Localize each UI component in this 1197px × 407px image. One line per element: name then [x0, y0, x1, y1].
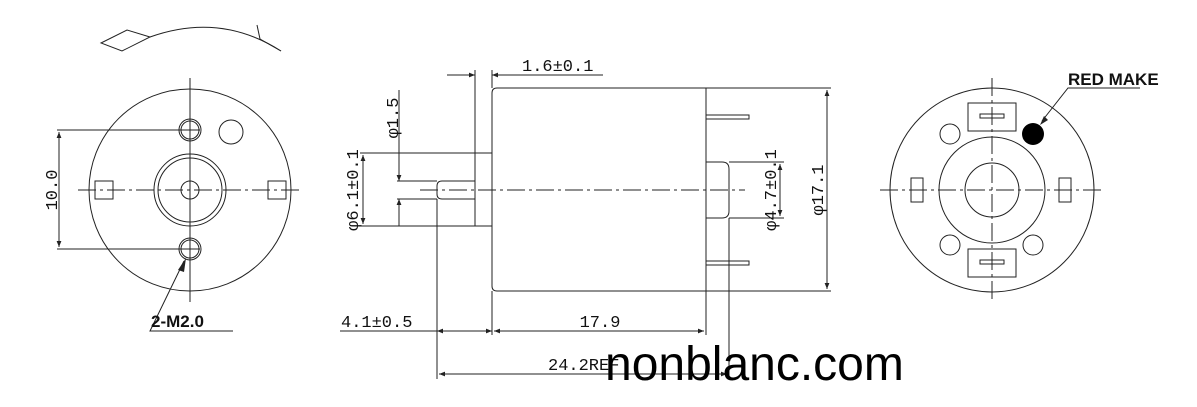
body-length-dimension: 17.9: [580, 314, 621, 333]
terminal-slot-left: [94, 180, 114, 200]
boss-diameter-dimension: φ6.1±0.1: [345, 149, 364, 231]
rotation-arrow-icon: [99, 24, 282, 52]
front-view: 10.0 2-M2.0: [44, 24, 302, 332]
rear-boss-diameter-dimension: φ4.7±0.1: [763, 149, 782, 231]
terminal-bottom: [705, 260, 750, 266]
terminal-slot-right: [267, 180, 287, 200]
vent-hole: [218, 119, 244, 145]
rear-boss: [706, 161, 730, 219]
shaft: [180, 180, 200, 200]
overall-length-dimension: 24.2REF: [548, 357, 619, 376]
flange-thickness-dimension: 1.6±0.1: [522, 58, 593, 77]
watermark: nonblanc.com: [605, 338, 904, 391]
terminal-top: [705, 114, 750, 120]
body-diameter-dimension: φ17.1: [810, 164, 829, 215]
shaft-diameter-dimension: φ1.5: [385, 98, 404, 139]
side-view: 1.6±0.1 φ1.5 φ6.1±0.1 φ4.7±0.1 φ17.1 4.1…: [340, 58, 831, 379]
terminal-top: [967, 102, 1017, 132]
motor-body: [491, 87, 707, 292]
shaft-length-dimension: 4.1±0.5: [341, 314, 412, 333]
terminal-bottom: [967, 248, 1017, 278]
rear-view: RED MAKE: [880, 70, 1159, 302]
red-make-label: RED MAKE: [1068, 70, 1159, 89]
thread-label: 2-M2.0: [151, 312, 204, 331]
red-marker-dot: [1022, 123, 1044, 145]
hole-spacing-dimension: 10.0: [44, 170, 63, 211]
bearing-ring: [153, 153, 227, 227]
